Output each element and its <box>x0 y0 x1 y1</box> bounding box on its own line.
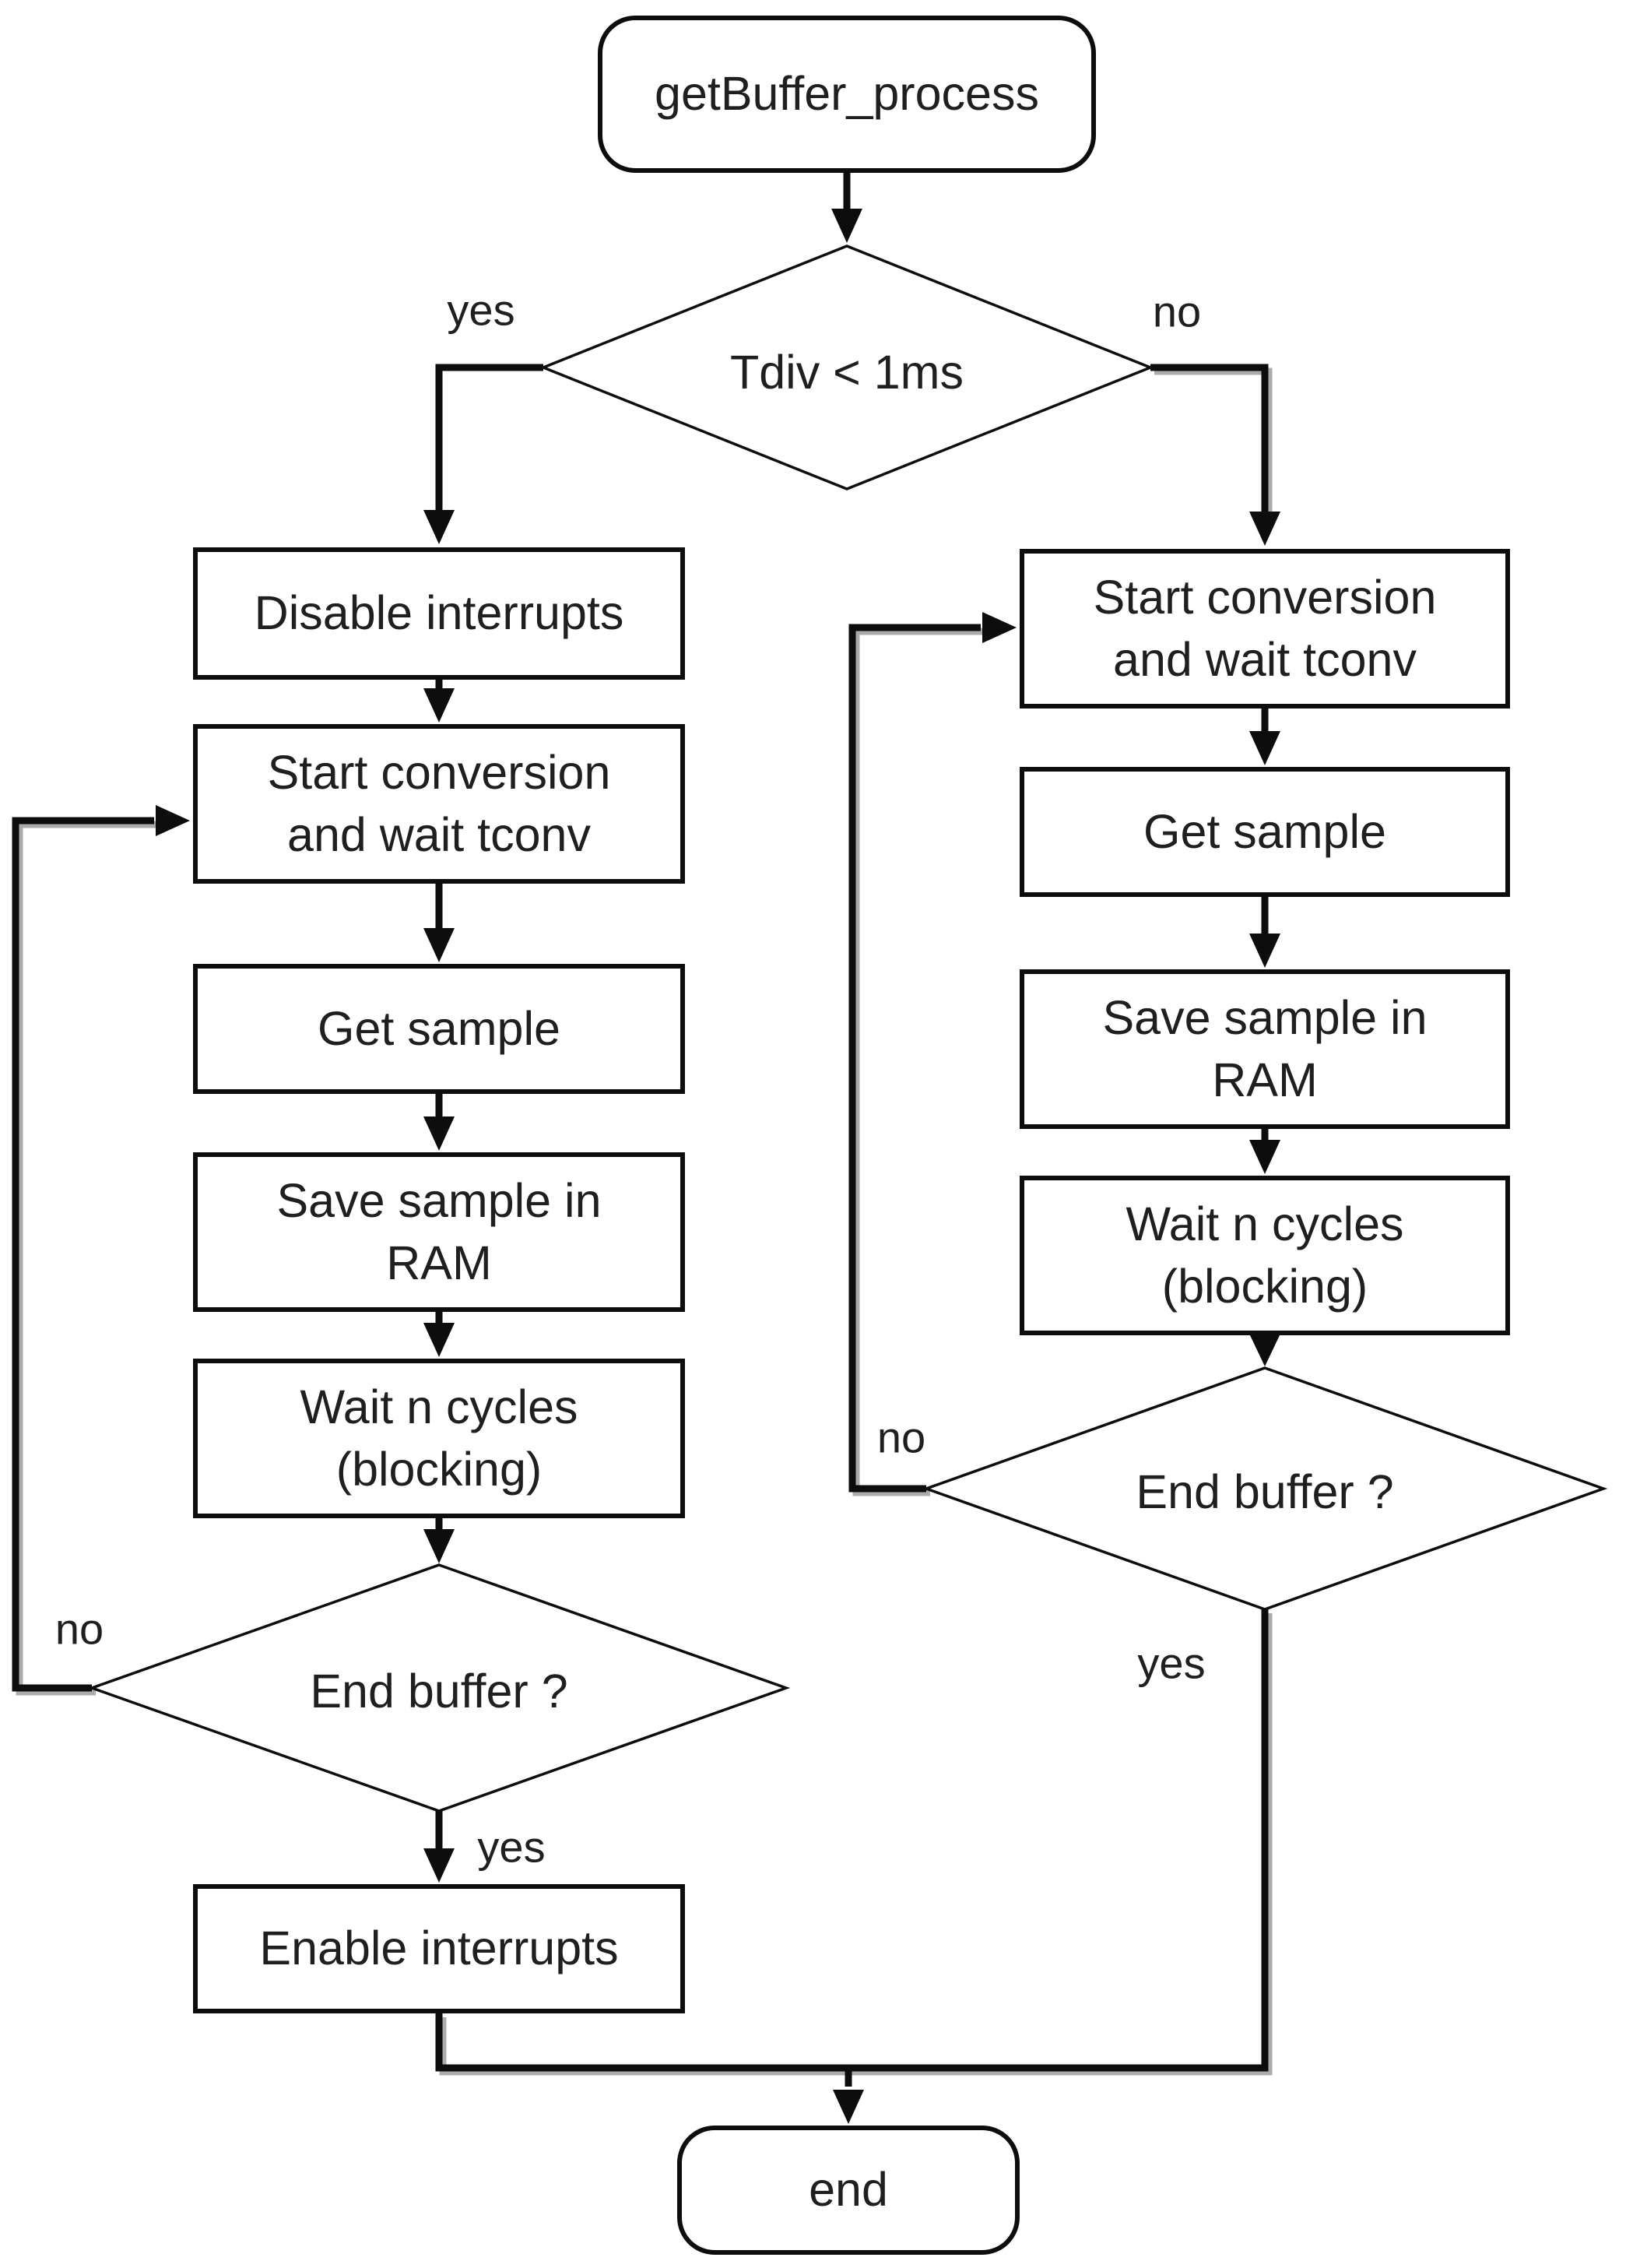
process-disable-interrupts-label: Disable interrupts <box>254 586 624 640</box>
edge-wait-to-endbuffer-right <box>1249 1334 1280 1366</box>
shadow-right-loop <box>852 628 985 1496</box>
edge-sample-to-save-left <box>423 1094 455 1151</box>
shadow-left-loop <box>16 821 158 1696</box>
edge-save-to-wait-left <box>423 1312 455 1357</box>
edge-wait-to-endbuffer-left <box>423 1518 455 1563</box>
process-get-sample-right: Get sample <box>1020 767 1510 897</box>
decision-end-buffer-left-shape <box>87 1563 791 1813</box>
decision-end-buffer-left-label: End buffer ? <box>310 1665 568 1718</box>
process-save-sample-right: Save sample in RAM <box>1020 969 1510 1129</box>
process-wait-cycles-left-label: Wait n cycles (blocking) <box>300 1380 578 1496</box>
terminator-start-label: getBuffer_process <box>655 67 1039 121</box>
process-save-sample-left: Save sample in RAM <box>193 1152 685 1312</box>
edge-endbuffer-yes-to-enable <box>423 1811 455 1883</box>
shadow-decision-no <box>1154 367 1273 515</box>
process-disable-interrupts: Disable interrupts <box>193 547 685 680</box>
edge-label-no-right-loop: no <box>876 1412 926 1462</box>
edge-merge-to-end <box>435 1609 1269 2124</box>
terminator-start: getBuffer_process <box>598 16 1096 173</box>
process-enable-interrupts-label: Enable interrupts <box>259 1922 619 1975</box>
edge-decision-yes-left <box>423 364 543 544</box>
process-start-conversion-right-label: Start conversion and wait tconv <box>1093 571 1437 686</box>
edge-disable-to-conversion <box>423 680 455 723</box>
edge-label-yes-right: yes <box>1137 1638 1206 1688</box>
process-start-conversion-right: Start conversion and wait tconv <box>1020 549 1510 709</box>
decision-tdiv-label: Tdiv < 1ms <box>730 346 964 399</box>
edge-conversion-to-sample-right <box>1249 709 1280 765</box>
edge-sample-to-save-right <box>1249 897 1280 968</box>
process-start-conversion-left-label: Start conversion and wait tconv <box>267 746 611 861</box>
process-get-sample-right-label: Get sample <box>1143 804 1386 858</box>
decision-end-buffer-right-shape <box>922 1366 1608 1611</box>
edge-right-no-loop <box>848 612 1017 1493</box>
process-wait-cycles-left: Wait n cycles (blocking) <box>193 1359 685 1518</box>
process-enable-interrupts: Enable interrupts <box>193 1884 685 2013</box>
edge-save-to-wait-right <box>1249 1129 1280 1174</box>
process-wait-cycles-right: Wait n cycles (blocking) <box>1020 1176 1510 1335</box>
edge-label-yes-left: yes <box>477 1822 546 1872</box>
process-save-sample-right-label: Save sample in RAM <box>1102 991 1428 1106</box>
terminator-end-label: end <box>809 2163 888 2217</box>
process-wait-cycles-right-label: Wait n cycles (blocking) <box>1126 1197 1404 1313</box>
edge-conversion-to-sample-left <box>423 884 455 962</box>
edge-label-no-main: no <box>1152 287 1202 336</box>
process-get-sample-left-label: Get sample <box>318 1001 560 1055</box>
edge-decision-no-right <box>1150 364 1280 546</box>
decision-tdiv-shape <box>539 244 1154 491</box>
edge-start-to-decision <box>831 173 862 243</box>
process-get-sample-left: Get sample <box>193 964 685 1094</box>
process-start-conversion-left: Start conversion and wait tconv <box>193 724 685 884</box>
process-save-sample-left-label: Save sample in RAM <box>276 1174 602 1289</box>
shadow-merge-bus <box>439 1613 1273 2076</box>
decision-end-buffer-right-label: End buffer ? <box>1136 1465 1394 1518</box>
edge-label-no-left-loop: no <box>54 1604 104 1654</box>
edge-label-yes-main: yes <box>447 285 515 335</box>
edge-left-no-loop <box>12 805 190 1692</box>
terminator-end: end <box>677 2126 1020 2255</box>
